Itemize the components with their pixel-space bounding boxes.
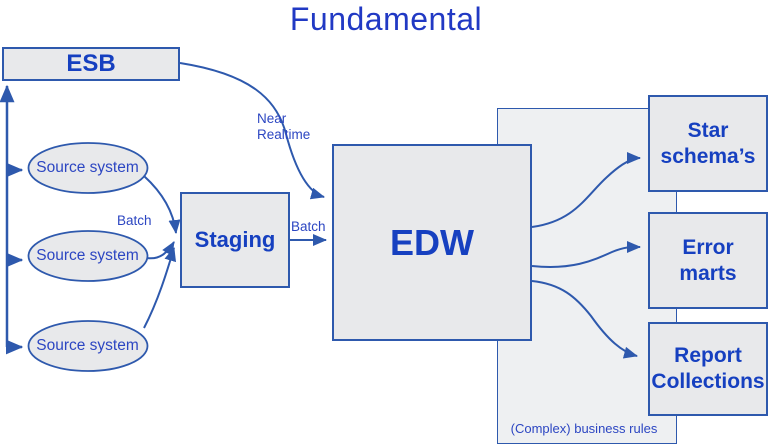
edw-to-error-marts-arrow [531,240,641,268]
edw-label: EDW [390,221,474,263]
esb-to-edw-arrow [179,62,325,200]
error-marts-node: Error marts [648,212,768,309]
edw-node: EDW [332,144,532,341]
source-system-label: Source system [36,159,139,176]
business-rules-label: (Complex) business rules [510,421,658,436]
edw-to-report-collections-arrow [531,280,638,359]
source-system-ellipse-1 [27,142,149,194]
staging-node: Staging [180,192,290,288]
source-system-ellipse-3 [27,320,149,372]
esb-node: ESB [2,47,180,81]
near-realtime-label: Near Realtime [257,111,311,142]
batch-sources-label: Batch [117,213,152,228]
source-system-label: Source system [36,337,139,354]
source-system-label: Source system [36,247,139,264]
star-schemas-label: Star schema’s [660,118,756,168]
source3-to-staging-arrow [143,247,177,329]
source-system-node-2: Source system [28,231,147,281]
staging-label: Staging [194,227,276,252]
source2-to-staging-arrow [146,241,175,260]
batch-staging-label: Batch [291,219,326,234]
esb-label: ESB [66,50,116,77]
source1-to-staging-arrow [143,175,181,234]
report-collections-node: Report Collections [648,322,768,416]
error-marts-label: Error marts [679,235,737,285]
page-title: Fundamental [289,1,483,37]
source-system-node-3: Source system [28,321,147,371]
source-system-node-1: Source system [28,143,147,193]
source-system-ellipse-2 [27,230,149,282]
edw-to-star-schemas-arrow [531,152,641,228]
star-schemas-node: Star schema’s [648,95,768,192]
report-collections-label: Report Collections [651,344,765,393]
